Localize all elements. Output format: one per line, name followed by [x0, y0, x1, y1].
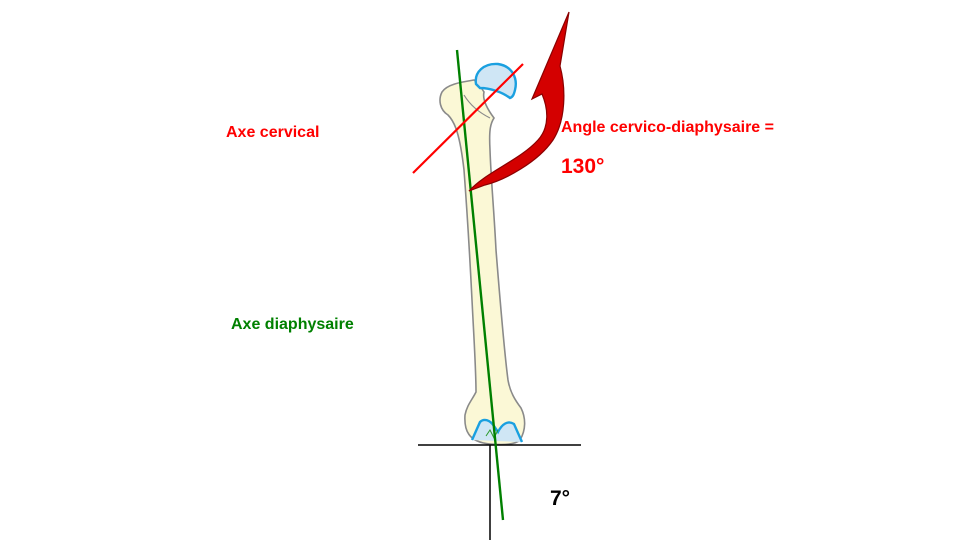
femur-illustration [439, 79, 526, 446]
cervical-axis-line [412, 63, 524, 174]
trochanter-line [463, 94, 491, 119]
angle-title-label: Angle cervico-diaphysaire = [561, 119, 774, 136]
condyle-notch [485, 429, 499, 440]
tilt-angle-label: 7° [550, 487, 571, 510]
diaphyseal-axis-label: Axe diaphysaire [231, 316, 354, 333]
cervical-axis-label: Axe cervical [226, 124, 320, 141]
curved-angle-arrow [468, 11, 570, 192]
femoral-head-cartilage [474, 62, 517, 100]
angle-value-label: 130° [561, 155, 605, 178]
diaphyseal-axis-line [455, 49, 505, 521]
